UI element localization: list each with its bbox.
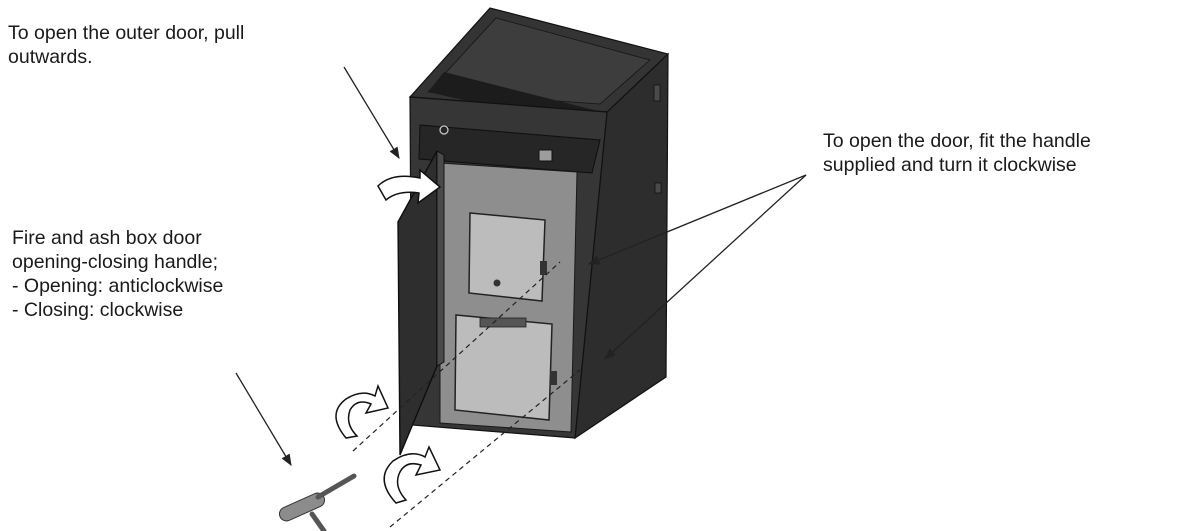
outer-door-pointer <box>343 66 400 160</box>
outer-door-note-line-2: outwards. <box>8 46 93 68</box>
ash-door-rotate-arrow-icon <box>383 445 442 504</box>
fire-door-rotate-arrow-icon <box>335 383 390 439</box>
door-handle-pointer-lower <box>604 174 807 360</box>
outer-door-note-line-1: To open the outer door, pull <box>8 22 245 44</box>
fire-ash-note-line-1: Fire and ash box door <box>12 227 202 249</box>
outer-door-edge <box>436 150 445 367</box>
ash-box-door <box>454 314 553 421</box>
door-handle-note-line-2: supplied and turn it clockwise <box>823 154 1077 176</box>
handle-guide-line <box>352 261 561 452</box>
handle-tool-shaft <box>309 511 327 531</box>
side-bracket-icon <box>653 84 661 102</box>
fire-ash-note-line-3: - Opening: anticlockwise <box>12 275 224 297</box>
fire-box-door <box>468 212 546 302</box>
fire-ash-note-line-2: opening-closing handle; <box>12 251 218 273</box>
fire-box-hinge-icon <box>540 261 547 275</box>
ash-box-hinge-icon <box>550 371 557 385</box>
side-bracket-icon <box>654 182 662 194</box>
door-handle-note: To open the door, fit the handle supplie… <box>823 129 1091 177</box>
fire-ash-handle-pointer <box>235 372 292 467</box>
control-display-icon <box>538 149 553 162</box>
handle-tool-grip <box>278 492 326 522</box>
outer-door-note: To open the outer door, pull outwards. <box>8 21 244 69</box>
control-knob-icon <box>439 125 449 135</box>
door-handle-pointer-upper <box>587 174 807 265</box>
fire-ash-handle-note: Fire and ash box door opening-closing ha… <box>12 226 223 322</box>
outer-door-rotate-arrow-icon <box>377 168 442 205</box>
handle-tool-shaft <box>315 473 357 500</box>
fire-box-door-bolt-icon <box>493 279 501 287</box>
door-handle-note-line-1: To open the door, fit the handle <box>823 130 1091 152</box>
fire-ash-note-line-4: - Closing: clockwise <box>12 299 184 321</box>
control-strip <box>418 124 601 174</box>
ash-box-vent <box>479 317 527 328</box>
